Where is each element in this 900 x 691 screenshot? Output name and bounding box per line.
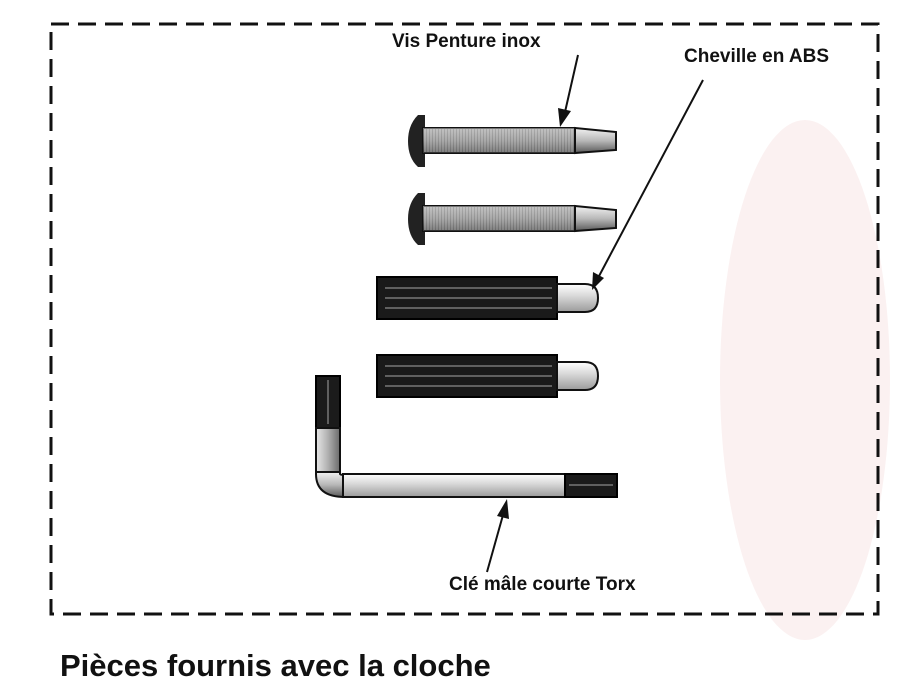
screw-top <box>408 115 617 167</box>
dashed-frame <box>49 22 880 616</box>
label-vis-penture: Vis Penture inox <box>392 31 541 52</box>
anchor-top <box>376 276 600 320</box>
torx-key <box>315 375 618 499</box>
arrow-cheville <box>592 79 704 290</box>
arrow-cle <box>486 499 509 573</box>
page-title: Pièces fournis avec la cloche <box>60 648 491 683</box>
arrow-vis <box>558 54 579 127</box>
screw-bottom <box>408 193 617 245</box>
background-smudge <box>720 120 890 640</box>
anchor-bottom <box>376 354 600 398</box>
label-cle-torx: Clé mâle courte Torx <box>449 574 636 595</box>
label-cheville-abs: Cheville en ABS <box>684 46 830 67</box>
